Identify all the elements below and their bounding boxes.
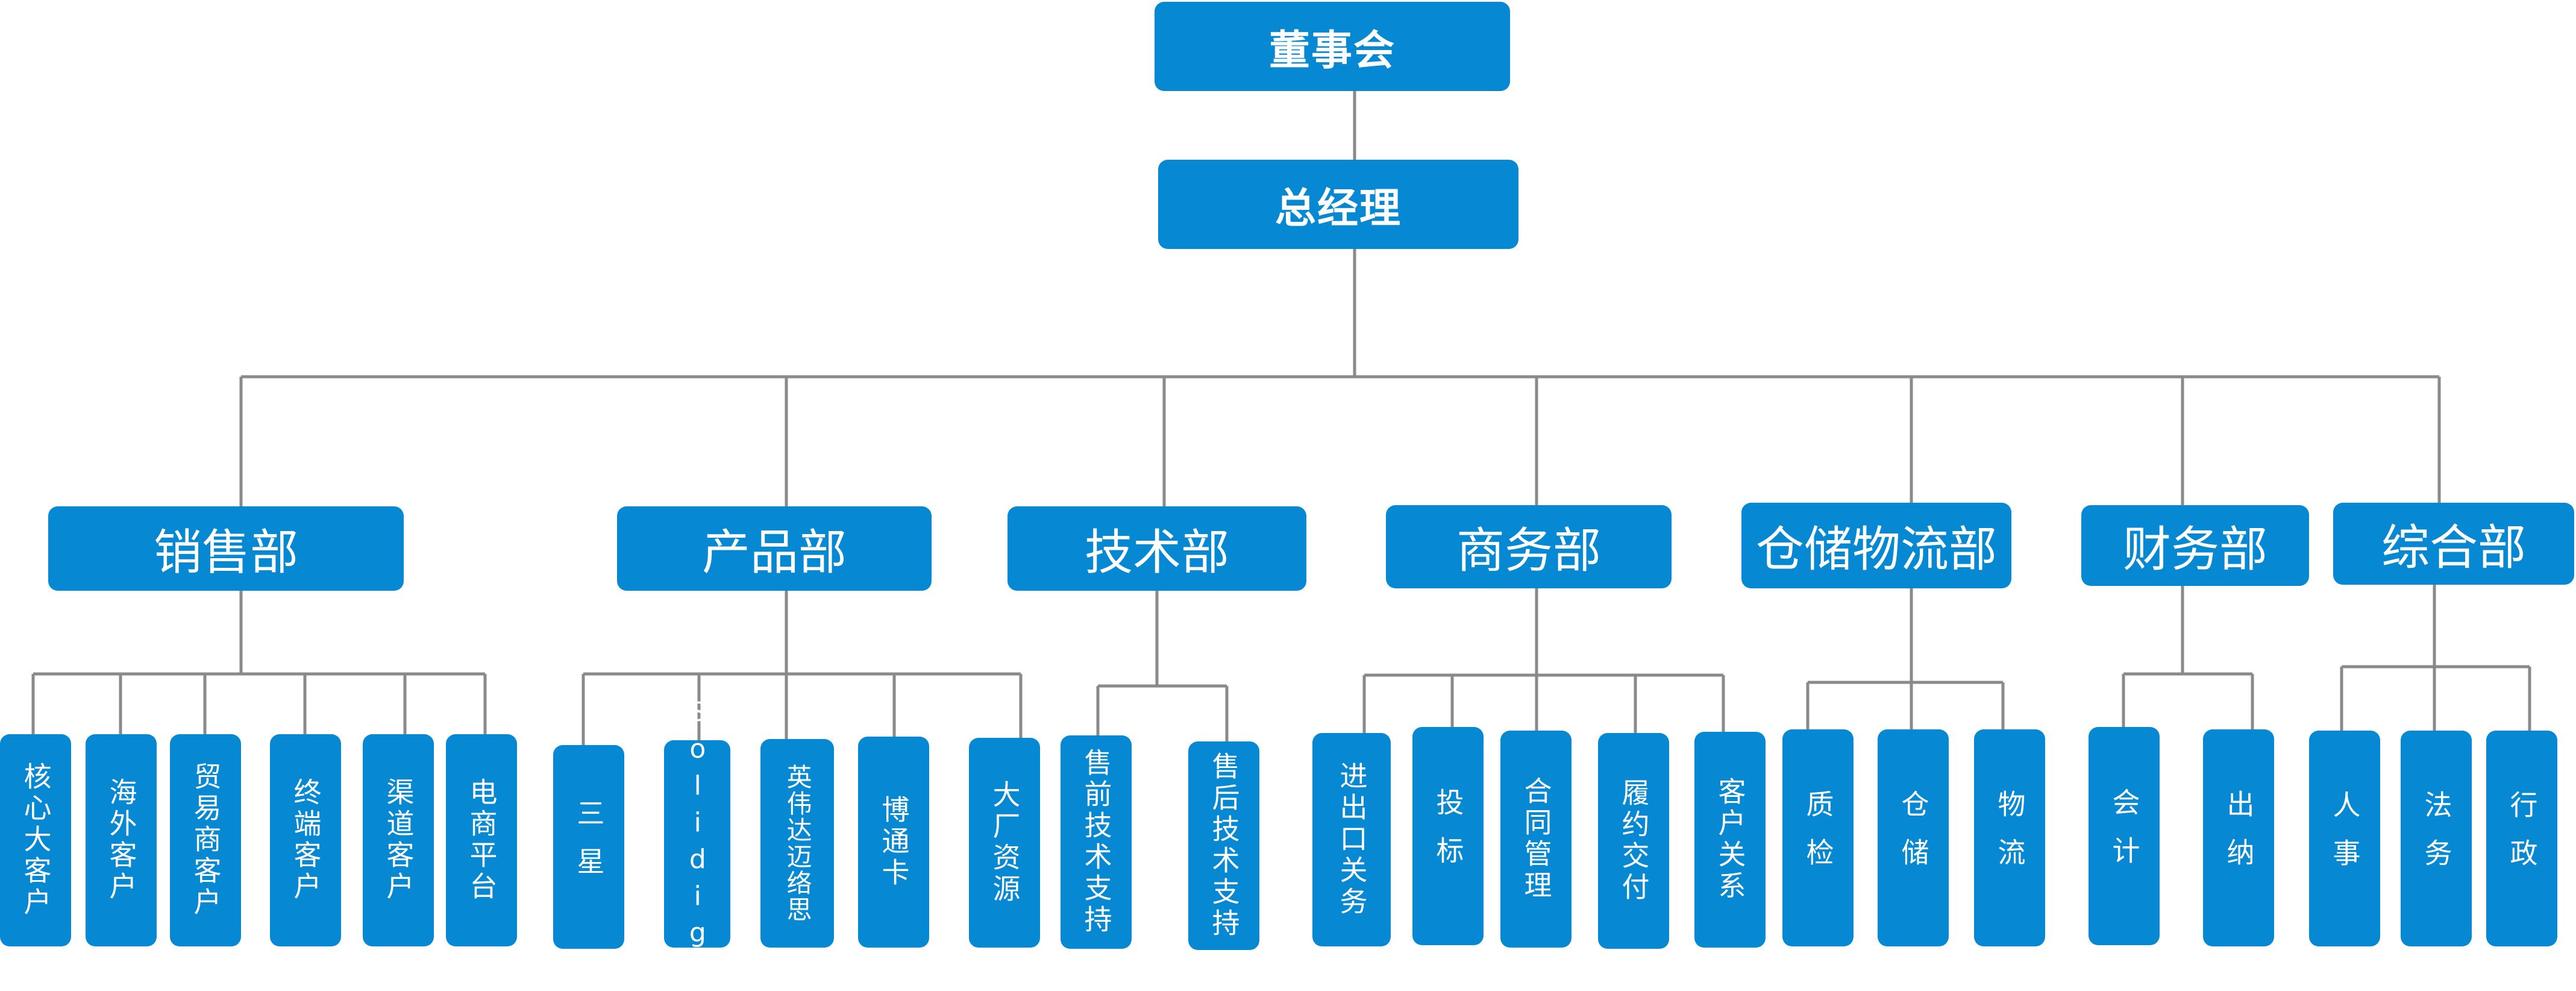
sub-core-key-accounts: 核心大客户	[0, 734, 71, 946]
sub-customer-relations: 客户关系	[1694, 732, 1766, 948]
sub-overseas-clients: 海外客户	[86, 734, 157, 946]
general-manager-node: 总经理	[1158, 160, 1518, 249]
dept-business: 商务部	[1386, 505, 1672, 588]
sub-warehousing: 仓储	[1878, 729, 1949, 946]
sub-quality-inspection: 质检	[1782, 729, 1854, 946]
sub-bidding: 投标	[1412, 727, 1484, 945]
sub-cashier: 出纳	[2203, 729, 2274, 946]
sub-accounting: 会计	[2089, 727, 2160, 945]
sub-broadcom-cards: 博通卡	[858, 737, 929, 948]
dept-product: 产品部	[617, 506, 932, 591]
sub-nvidia-mellanox: 英伟达迈络思	[760, 739, 834, 948]
sub-legal-affairs: 法务	[2401, 731, 2472, 946]
sub-presales-support: 售前技术支持	[1061, 735, 1132, 949]
sub-solidigm: Solidigm	[664, 697, 730, 991]
connector-lines	[31, 91, 2531, 745]
sub-end-clients: 终端客户	[270, 734, 341, 946]
sub-aftersales-support: 售后技术支持	[1188, 741, 1259, 950]
sub-ecommerce-platform: 电商平台	[446, 734, 517, 946]
dept-general-affairs: 综合部	[2333, 503, 2574, 585]
sub-human-resources: 人事	[2309, 731, 2380, 946]
sub-administration: 行政	[2486, 731, 2557, 946]
board-node: 董事会	[1155, 2, 1510, 91]
sub-channel-clients: 渠道客户	[363, 734, 434, 946]
sub-logistics: 物流	[1974, 729, 2045, 946]
sub-import-export-customs: 进出口关务	[1312, 733, 1391, 946]
dept-tech: 技术部	[1008, 506, 1306, 591]
sub-major-vendor-resources: 大厂资源	[969, 738, 1040, 948]
dept-warehouse-logistics: 仓储物流部	[1741, 503, 2011, 588]
dept-sales: 销售部	[48, 506, 404, 591]
sub-contract-management: 合同管理	[1500, 731, 1572, 948]
sub-fulfillment-delivery: 履约交付	[1598, 733, 1669, 949]
dept-finance: 财务部	[2081, 505, 2309, 586]
sub-trader-clients: 贸易商客户	[170, 734, 241, 946]
sub-samsung: 三星	[553, 745, 624, 949]
